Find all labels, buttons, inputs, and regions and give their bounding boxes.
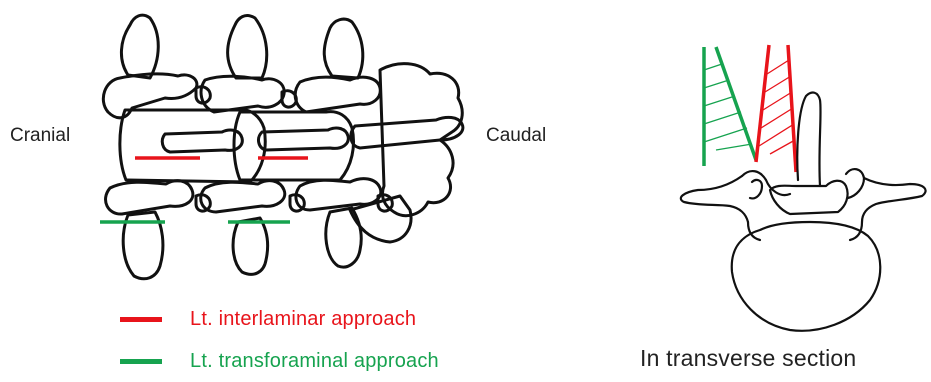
caudal-label: Caudal: [486, 125, 546, 147]
lamina-central: [120, 110, 265, 182]
vertebral-body-1: [121, 15, 158, 78]
transforaminal-trajectory: [704, 47, 756, 166]
vertebral-body-3-lower: [326, 208, 361, 267]
lamina-lower-1: [106, 181, 193, 214]
spinous-process-1: [162, 130, 242, 152]
facet-small-3: [196, 195, 210, 211]
posterior-spine-view: [103, 15, 463, 279]
spinous-process-2: [259, 128, 349, 150]
lamina-lower-2: [201, 181, 285, 212]
legend-swatch-green: [120, 359, 162, 364]
lamina-central-2: [234, 112, 354, 180]
vertebra-transverse-outline: [681, 93, 926, 331]
interlaminar-trajectory: [756, 45, 796, 172]
lamina-outline-3: [295, 77, 380, 112]
transverse-section-label: In transverse section: [640, 345, 856, 372]
vertebral-body-2: [228, 16, 267, 78]
cranial-label: Cranial: [10, 125, 70, 147]
legend-text-interlaminar: Lt. interlaminar approach: [190, 308, 416, 331]
lamina-outline-2: [201, 76, 284, 112]
legend-swatch-red: [120, 317, 162, 322]
legend-item-transforaminal: Lt. transforaminal approach: [120, 350, 439, 373]
vertebral-body-3: [324, 19, 363, 78]
legend-item-interlaminar: Lt. interlaminar approach: [120, 308, 416, 331]
transverse-section: [681, 45, 926, 331]
vertebral-body-2-lower: [233, 218, 268, 274]
legend-text-transforaminal: Lt. transforaminal approach: [190, 350, 439, 373]
